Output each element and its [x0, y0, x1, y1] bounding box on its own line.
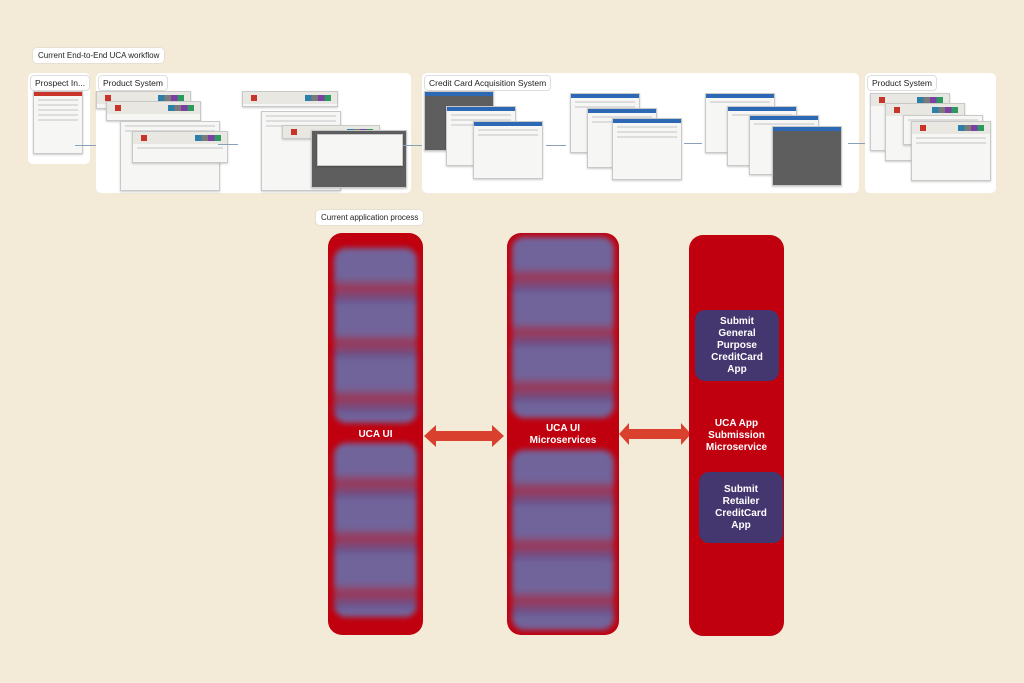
stage-product-system-2[interactable]: Product System [865, 73, 996, 193]
stage-label: Prospect In... [30, 75, 91, 91]
column-uca-ui[interactable]: UCA UI [328, 233, 423, 635]
screenshot-thumbnail [33, 91, 83, 154]
blurred-content [334, 248, 417, 423]
screenshot-thumbnail [132, 131, 228, 163]
process-title: Current application process [316, 210, 424, 225]
blurred-content [512, 450, 614, 630]
screenshot-thumbnail [311, 130, 407, 188]
stage-product-system[interactable]: Product System [96, 73, 411, 193]
column-label: UCA UI [358, 429, 393, 440]
screenshot-thumbnail [473, 121, 543, 179]
screenshot-thumbnail [106, 101, 201, 121]
connector [218, 144, 238, 145]
screenshot-thumbnail [242, 91, 338, 107]
screenshot-thumbnail [911, 121, 991, 181]
screenshot-thumbnail [772, 126, 842, 186]
stage-prospect[interactable]: Prospect In... [28, 73, 91, 164]
bidirectional-arrow [424, 425, 504, 447]
bidirectional-arrow [619, 423, 691, 445]
screenshot-thumbnail [612, 118, 682, 180]
blurred-content [512, 237, 614, 418]
connector [403, 145, 427, 146]
stage-credit-card-acquisition-system[interactable]: Credit Card Acquisition System [422, 73, 859, 193]
connector [546, 145, 566, 146]
column-label: UCA UI Microservices [529, 423, 597, 446]
submit-retailer-box[interactable]: Submit Retailer CreditCard App [699, 472, 783, 543]
stage-label: Product System [98, 75, 168, 91]
stage-label: Credit Card Acquisition System [424, 75, 552, 91]
workflow-title: Current End-to-End UCA workflow [33, 48, 165, 63]
connector [684, 143, 702, 144]
blurred-content [334, 443, 417, 617]
column-uca-ui-microservices[interactable]: UCA UI Microservices [507, 233, 619, 635]
submit-general-purpose-box[interactable]: Submit General Purpose CreditCard App [695, 310, 779, 381]
connector [848, 143, 868, 144]
stage-label: Product System [867, 75, 937, 91]
connector [75, 145, 99, 146]
column-uca-app-submission-microservice[interactable]: Submit General Purpose CreditCard App UC… [689, 235, 784, 636]
column-label: UCA App Submission Microservice [705, 418, 768, 453]
